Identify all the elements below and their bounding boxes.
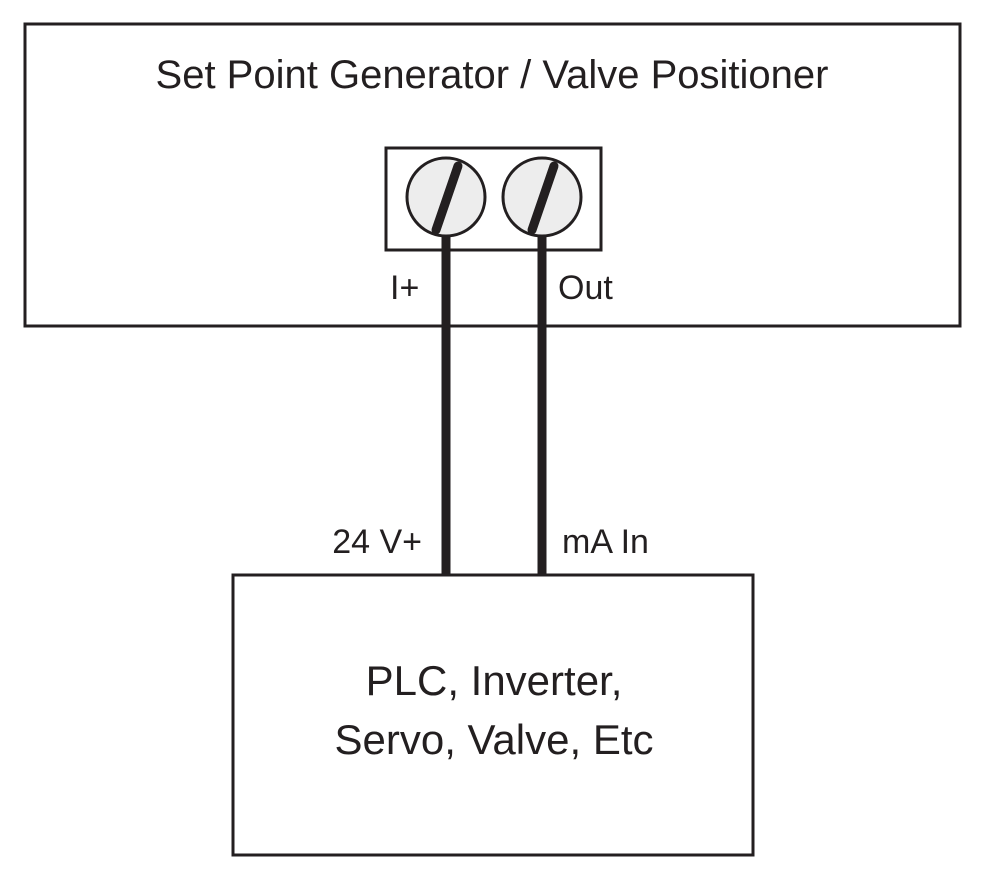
input-label-24v: 24 V+ (332, 523, 422, 561)
terminal-label-out: Out (558, 269, 613, 307)
terminal-screw-right (501, 156, 583, 238)
plc-title-line-2: Servo, Valve, Etc (334, 716, 653, 763)
terminal-block (384, 146, 603, 252)
plc-device: 24 V+ mA In PLC, Inverter, Servo, Valve,… (231, 523, 755, 857)
input-label-ma-in: mA In (562, 523, 649, 561)
terminal-screw-left (405, 156, 487, 238)
screw-slot-left (431, 161, 463, 235)
positioner-title: Set Point Generator / Valve Positioner (156, 53, 829, 97)
terminal-label-i-plus: I+ (390, 269, 419, 307)
wires (441, 236, 547, 576)
positioner-device: Set Point Generator / Valve Positioner I… (23, 22, 962, 328)
plc-title-line-1: PLC, Inverter, (366, 657, 623, 704)
screw-slot-right (527, 161, 559, 235)
plc-box (231, 573, 755, 857)
